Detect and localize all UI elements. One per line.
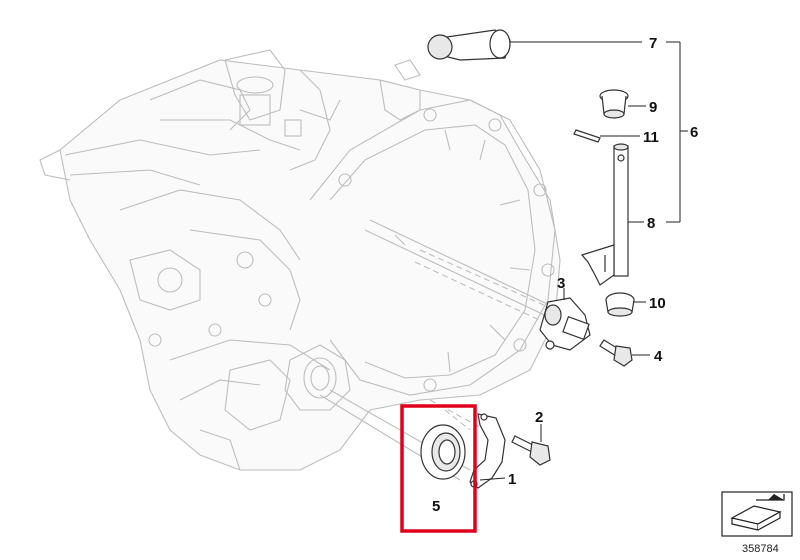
image-code: 358784 — [742, 543, 779, 555]
callout-1: 1 — [508, 471, 516, 488]
callout-5: 5 — [432, 498, 440, 515]
callout-9: 9 — [649, 99, 657, 116]
reference-icon-box — [721, 491, 793, 537]
callout-8: 8 — [647, 215, 655, 232]
callout-11: 11 — [643, 129, 659, 146]
part-2-bolt — [511, 435, 551, 466]
leader-lines — [479, 41, 688, 481]
part-8-shift-rod — [580, 143, 629, 286]
part-11-pin — [573, 129, 601, 143]
part-9-bushing — [599, 89, 629, 119]
highlight-box — [400, 404, 477, 533]
callout-labels: 7 6 9 11 8 3 10 4 2 1 5 — [432, 35, 698, 515]
callout-6: 6 — [690, 124, 698, 141]
part-5-seal-ring — [420, 424, 466, 480]
part-3-cylinder — [539, 297, 591, 351]
callout-7: 7 — [649, 35, 657, 52]
transmission-housing — [39, 49, 561, 481]
callout-3: 3 — [557, 275, 565, 292]
callout-10: 10 — [649, 295, 666, 312]
part-10-bushing — [605, 292, 635, 317]
part-7-lever — [427, 29, 511, 61]
callout-4: 4 — [654, 348, 663, 365]
part-4-bolt — [599, 339, 633, 367]
callout-2: 2 — [535, 409, 543, 426]
drawing-arrow-icon — [730, 494, 785, 531]
